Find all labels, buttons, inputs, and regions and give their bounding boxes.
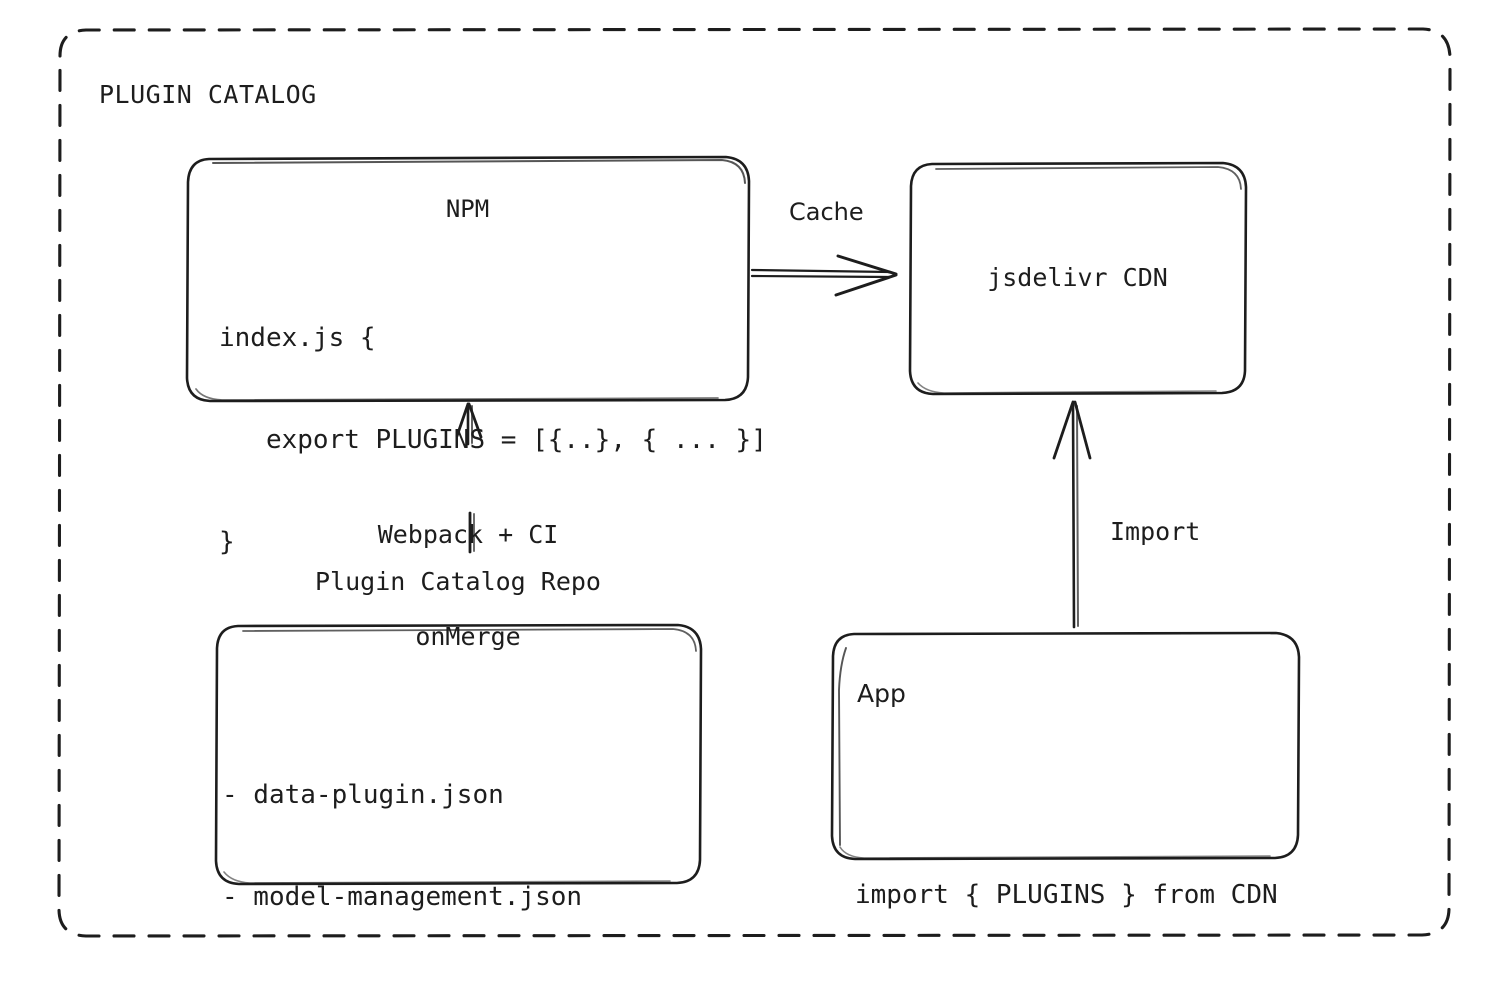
repo-file-item-3: ... (222, 984, 269, 1002)
arrow-npm-to-cdn-shaft-a (750, 268, 892, 274)
repo-file-item-1: - data-plugin.json (222, 780, 504, 810)
npm-code-line-3: } (219, 527, 235, 557)
edge-label-cache: Cache (789, 198, 864, 226)
app-node-code: import { PLUGINS } from CDN PLUGINS.forE… (855, 738, 1278, 1002)
npm-code-line-2: export PLUGINS = [{..}, { ... }] (219, 425, 767, 455)
arrow-app-to-cdn-head-right (1073, 400, 1092, 460)
npm-code-line-1: index.js { (219, 323, 376, 353)
npm-node-title: NPM (445, 195, 490, 223)
repo-node-file-list: - data-plugin.json - model-management.js… (222, 710, 582, 1002)
repo-file-item-2: - model-management.json (222, 882, 583, 912)
arrow-npm-to-cdn-shaft-b (750, 274, 891, 279)
npm-node-code: index.js { export PLUGINS = [{..}, { ...… (219, 253, 767, 627)
app-box-outline-sketch (838, 647, 847, 846)
arrow-npm-to-cdn-head-upper (836, 254, 898, 276)
edge-label-import: Import (1110, 517, 1201, 546)
cdn-node-title: jsdelivr CDN (987, 263, 1168, 292)
cdn-box-outline-sketch2 (917, 382, 1217, 394)
container-title: PLUGIN CATALOG (99, 80, 317, 109)
app-node-title: App (857, 679, 906, 708)
cdn-box-outline-sketch (935, 166, 1242, 190)
app-code-line-1: import { PLUGINS } from CDN (855, 880, 1278, 910)
npm-box-outline-sketch (212, 159, 746, 184)
repo-node-caption: Plugin Catalog Repo (315, 567, 601, 596)
arrow-npm-to-cdn-head-lower (834, 273, 898, 297)
edge-label-webpack-ci-line-1: Webpack + CI (377, 520, 559, 549)
edge-label-webpack-ci-line-2: onMerge (415, 622, 521, 651)
edge-label-webpack-ci: Webpack + CI onMerge (318, 450, 618, 722)
arrow-app-to-cdn-shaft-a (1071, 401, 1076, 629)
arrow-app-to-cdn-head-left (1052, 400, 1075, 460)
arrow-app-to-cdn-shaft-b (1076, 405, 1079, 627)
